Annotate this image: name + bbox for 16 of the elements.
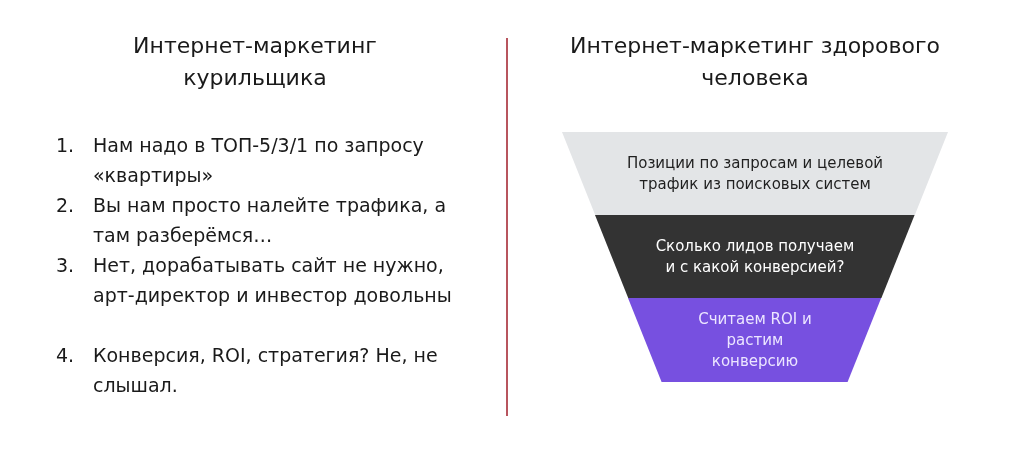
list-item: Вы нам просто налейте трафика, а там разберёмся… [93,193,448,248]
list-number: 1. [56,133,75,158]
list-item: Конверсия, ROI, стратегия? Не, не слышал. [93,343,439,398]
band-text: Считаем ROI и растим конверсию [697,308,813,372]
list-item: Нам надо в ТОП-5/3/1 по запросу «квартиры» [93,133,425,188]
heading: Интернет-маркетинг здорового человека [569,32,941,92]
list-number: 3. [56,253,75,278]
band-text: Позиции по запросам и целевой трафик из поисковых систем [625,152,885,195]
funnel-band [595,215,915,298]
list-number: 2. [56,193,75,218]
list-number: 4. [56,343,75,368]
heading: Интернет-маркетинг курильщика [132,32,378,92]
funnel-band [562,132,948,215]
funnel-band [628,298,882,382]
band-text: Сколько лидов получаем и с какой конверсией? [654,235,856,278]
list-item: Нет, дорабатывать сайт не нужно, арт-директор и инвестор довольны [93,253,453,308]
